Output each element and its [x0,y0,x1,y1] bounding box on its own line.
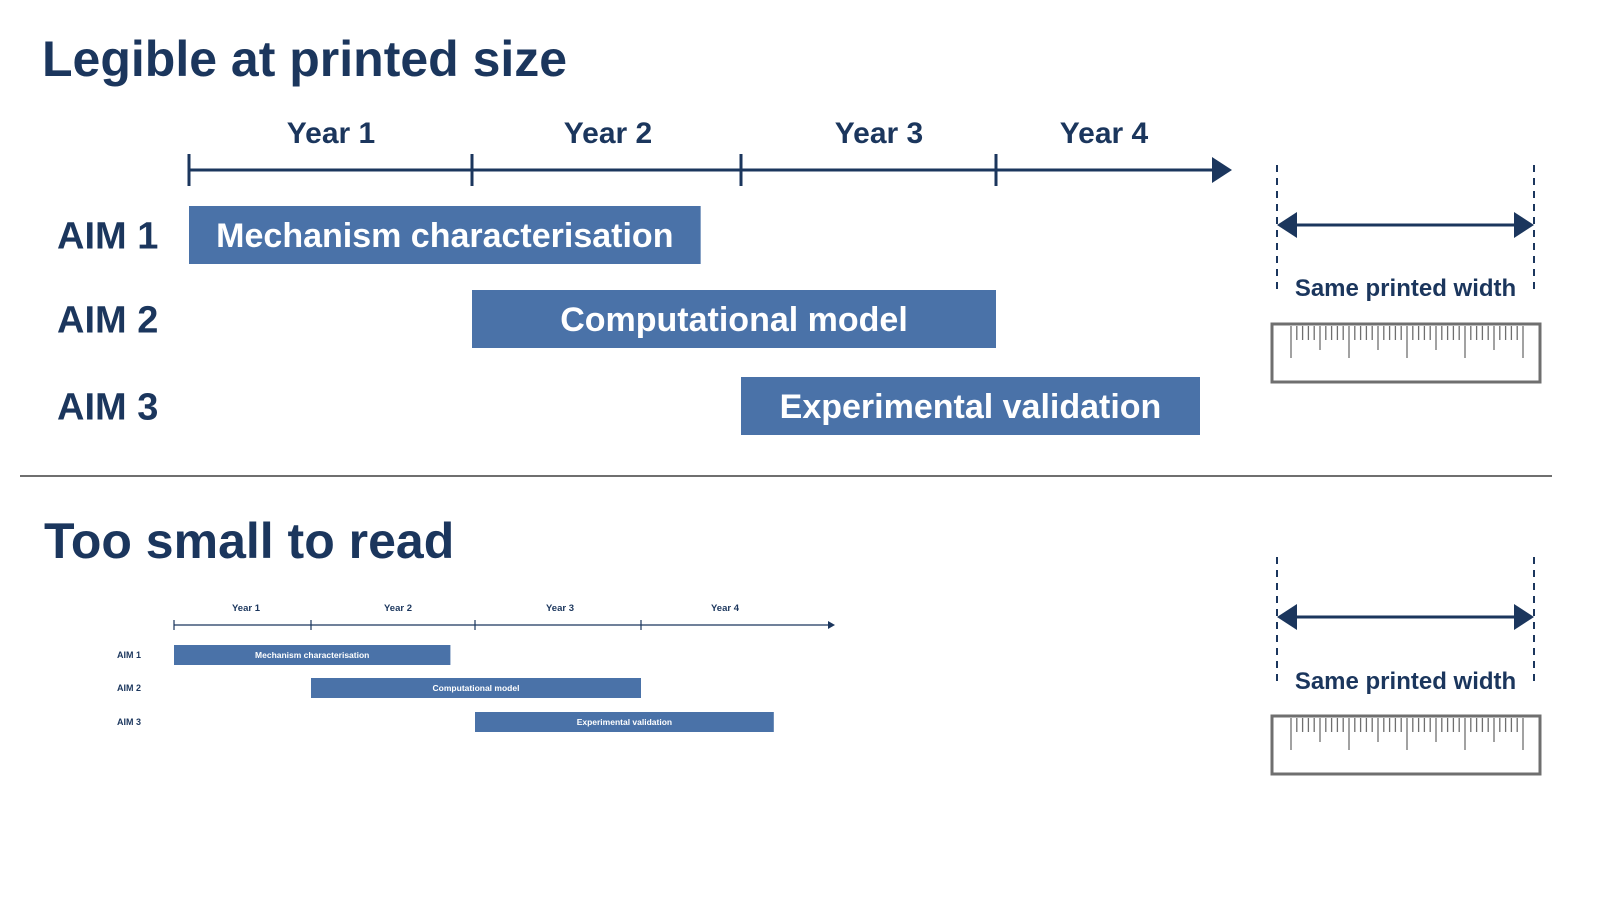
ruler-icon [1270,322,1542,384]
year-label: Year 4 [711,603,740,614]
double-arrow-left-icon [1277,212,1297,238]
width-caption: Same printed width [1295,275,1516,302]
aim-label: AIM 2 [117,683,141,693]
width-caption: Same printed width [1295,668,1516,695]
width-reference: Same printed width [1270,165,1542,384]
task-bar [475,712,774,732]
task-bar [311,678,641,698]
task-bar-label: Experimental validation [577,717,672,727]
aim-label: AIM 3 [117,717,141,727]
task-bar [472,290,996,348]
ruler-icon [1270,714,1542,776]
task-bar-label: Computational model [433,683,520,693]
task-bar-label: Experimental validation [780,388,1162,426]
panel-heading: Legible at printed size [42,31,567,87]
ruler-body [1270,322,1542,384]
aim-label: AIM 1 [117,650,141,660]
year-label: Year 2 [384,603,412,614]
ruler-body [1270,714,1542,776]
aim-label: AIM 1 [57,216,158,258]
axis-arrowhead-icon [1212,157,1232,183]
axis-arrowhead-icon [828,621,835,629]
year-label: Year 3 [835,117,923,150]
year-label: Year 3 [546,603,574,614]
task-bar-label: Mechanism characterisation [255,650,369,660]
gantt-chart-large: Year 1 Year 2 Year 3 Year 4 AIM 1 Mechanism c… [57,117,1232,435]
year-label: Year 2 [564,117,652,150]
year-label: Year 1 [232,603,261,614]
task-bar [174,645,451,665]
double-arrow-left-icon [1277,604,1297,630]
task-bar-label: Computational model [560,301,908,339]
task-bar [741,377,1200,435]
double-arrow-right-icon [1514,212,1534,238]
double-arrow-right-icon [1514,604,1534,630]
aim-label: AIM 3 [57,387,158,429]
panel-heading: Too small to read [44,513,454,569]
year-label: Year 4 [1060,117,1149,150]
task-bar [189,206,701,264]
year-label: Year 1 [287,117,375,150]
task-bar-label: Mechanism characterisation [216,217,673,255]
aim-label: AIM 2 [57,300,158,342]
width-reference: Same printed width [1270,557,1542,776]
gantt-chart-small: Year 1 Year 2 Year 3 Year 4 AIM 1 Mechanism c… [117,603,835,732]
